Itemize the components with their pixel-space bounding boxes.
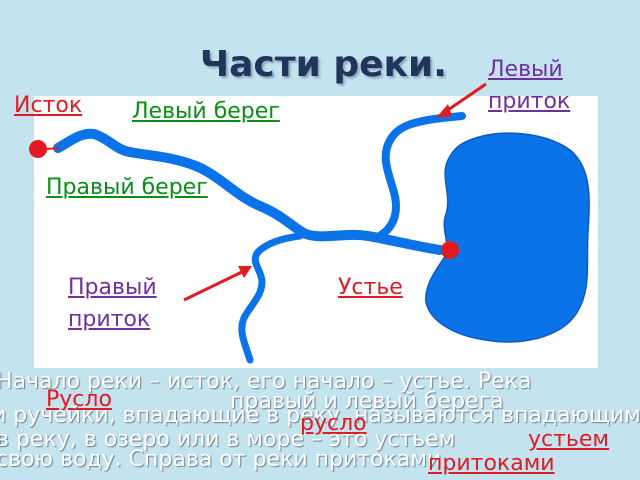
overlay-line-2: и ручейки, впадающие в реку, называются … <box>0 403 640 428</box>
overlay-line-1: Начало реки – исток, его начало – устье.… <box>0 369 532 394</box>
overlay-text-block: Начало реки – исток, его начало – устье.… <box>0 368 640 480</box>
right-tributary-arrow <box>183 268 247 302</box>
right-tributary-river <box>238 232 304 364</box>
label-right-tributary: Правый приток <box>68 275 157 332</box>
label-right-bank: Правый берег <box>46 175 208 200</box>
source-marker <box>29 140 47 158</box>
overlay-red-3: притоками <box>428 451 555 476</box>
mouth-marker <box>441 241 459 259</box>
label-left-bank: Левый берег <box>132 99 280 124</box>
overlay-mid-2: русло <box>300 411 367 436</box>
label-mouth: Устье <box>338 275 403 300</box>
right-tributary-arrowhead <box>238 266 252 278</box>
overlay-red-1: Русло <box>46 387 112 412</box>
overlay-line-4: свою воду. Справа от реки притоками. <box>0 447 449 472</box>
main-river <box>53 128 445 255</box>
overlay-line-3: в реку, в озеро или в море – это устьем <box>0 427 456 452</box>
left-tributary-arrowhead <box>436 104 452 118</box>
label-left-tributary: Левый приток <box>488 57 571 114</box>
overlay-mid-1: правый и левый берега <box>230 389 504 414</box>
source-pointer <box>45 147 61 150</box>
label-source: Исток <box>14 93 83 118</box>
lake <box>425 132 590 343</box>
overlay-red-2: устьем <box>528 427 610 452</box>
left-tributary-river <box>372 112 466 242</box>
page-title: Части реки. <box>200 44 447 85</box>
